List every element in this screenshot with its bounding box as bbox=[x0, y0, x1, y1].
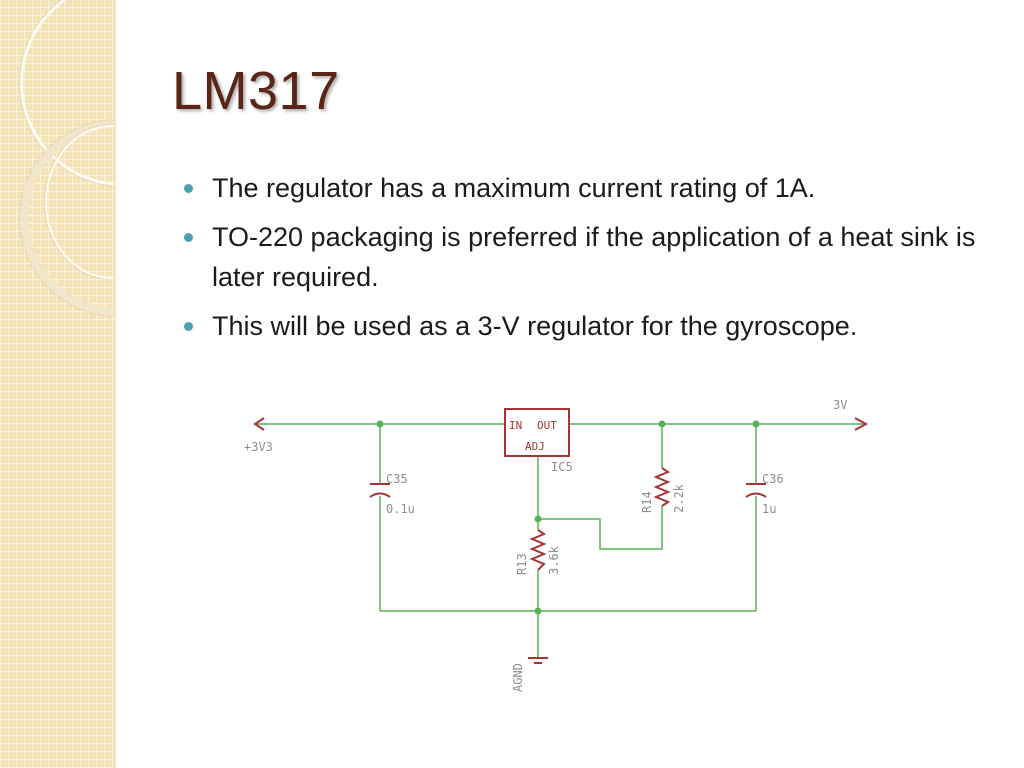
ground-symbol bbox=[528, 657, 548, 664]
bullet-list: The regulator has a maximum current rati… bbox=[184, 168, 994, 355]
r14-name: R14 bbox=[640, 491, 654, 513]
output-arrow-icon bbox=[854, 417, 869, 431]
ic5-pin-out: OUT bbox=[537, 419, 557, 432]
ic5-body bbox=[504, 408, 570, 457]
input-label: +3V3 bbox=[244, 440, 273, 454]
junction-dot bbox=[376, 420, 384, 428]
side-panel-edge bbox=[114, 0, 117, 768]
output-label: 3V bbox=[833, 398, 847, 412]
r13-symbol bbox=[529, 529, 547, 571]
bullet-text: This will be used as a 3-V regulator for… bbox=[212, 311, 858, 341]
r13-value: 3.6k bbox=[547, 545, 561, 575]
junctions bbox=[376, 420, 760, 615]
input-arrow-icon bbox=[253, 417, 265, 431]
r14-symbol bbox=[653, 467, 671, 507]
junction-dot bbox=[658, 420, 666, 428]
junction-dot bbox=[534, 607, 542, 615]
bullet-dot-icon bbox=[184, 233, 193, 242]
bullet-item: This will be used as a 3-V regulator for… bbox=[184, 306, 994, 346]
slide-title: LM317 bbox=[172, 61, 340, 121]
junction-dot bbox=[752, 420, 760, 428]
bullet-item: The regulator has a maximum current rati… bbox=[184, 168, 994, 208]
components bbox=[253, 408, 869, 664]
ic5-pin-adj: ADJ bbox=[525, 440, 545, 453]
bullet-dot-icon bbox=[184, 322, 193, 331]
c35-name: C35 bbox=[386, 472, 408, 486]
c36-symbol bbox=[745, 483, 767, 498]
c36-name: C36 bbox=[762, 472, 784, 486]
bullet-item: TO-220 packaging is preferred if the app… bbox=[184, 217, 994, 297]
bullet-text: The regulator has a maximum current rati… bbox=[212, 173, 816, 203]
junction-dot bbox=[534, 515, 542, 523]
c35-symbol bbox=[369, 483, 391, 498]
ic5-pin-in: IN bbox=[509, 419, 522, 432]
r14-bottom-wire bbox=[538, 506, 663, 550]
ground-label: AGND bbox=[511, 663, 525, 692]
r14-value: 2.2k bbox=[672, 483, 686, 513]
bullet-dot-icon bbox=[184, 184, 193, 193]
ic5-name: IC5 bbox=[551, 460, 573, 474]
c35-value: 0.1u bbox=[386, 502, 415, 516]
bullet-text: TO-220 packaging is preferred if the app… bbox=[212, 222, 976, 292]
c36-value: 1u bbox=[762, 502, 776, 516]
decorative-side-panel bbox=[0, 0, 115, 768]
r13-name: R13 bbox=[515, 553, 529, 575]
